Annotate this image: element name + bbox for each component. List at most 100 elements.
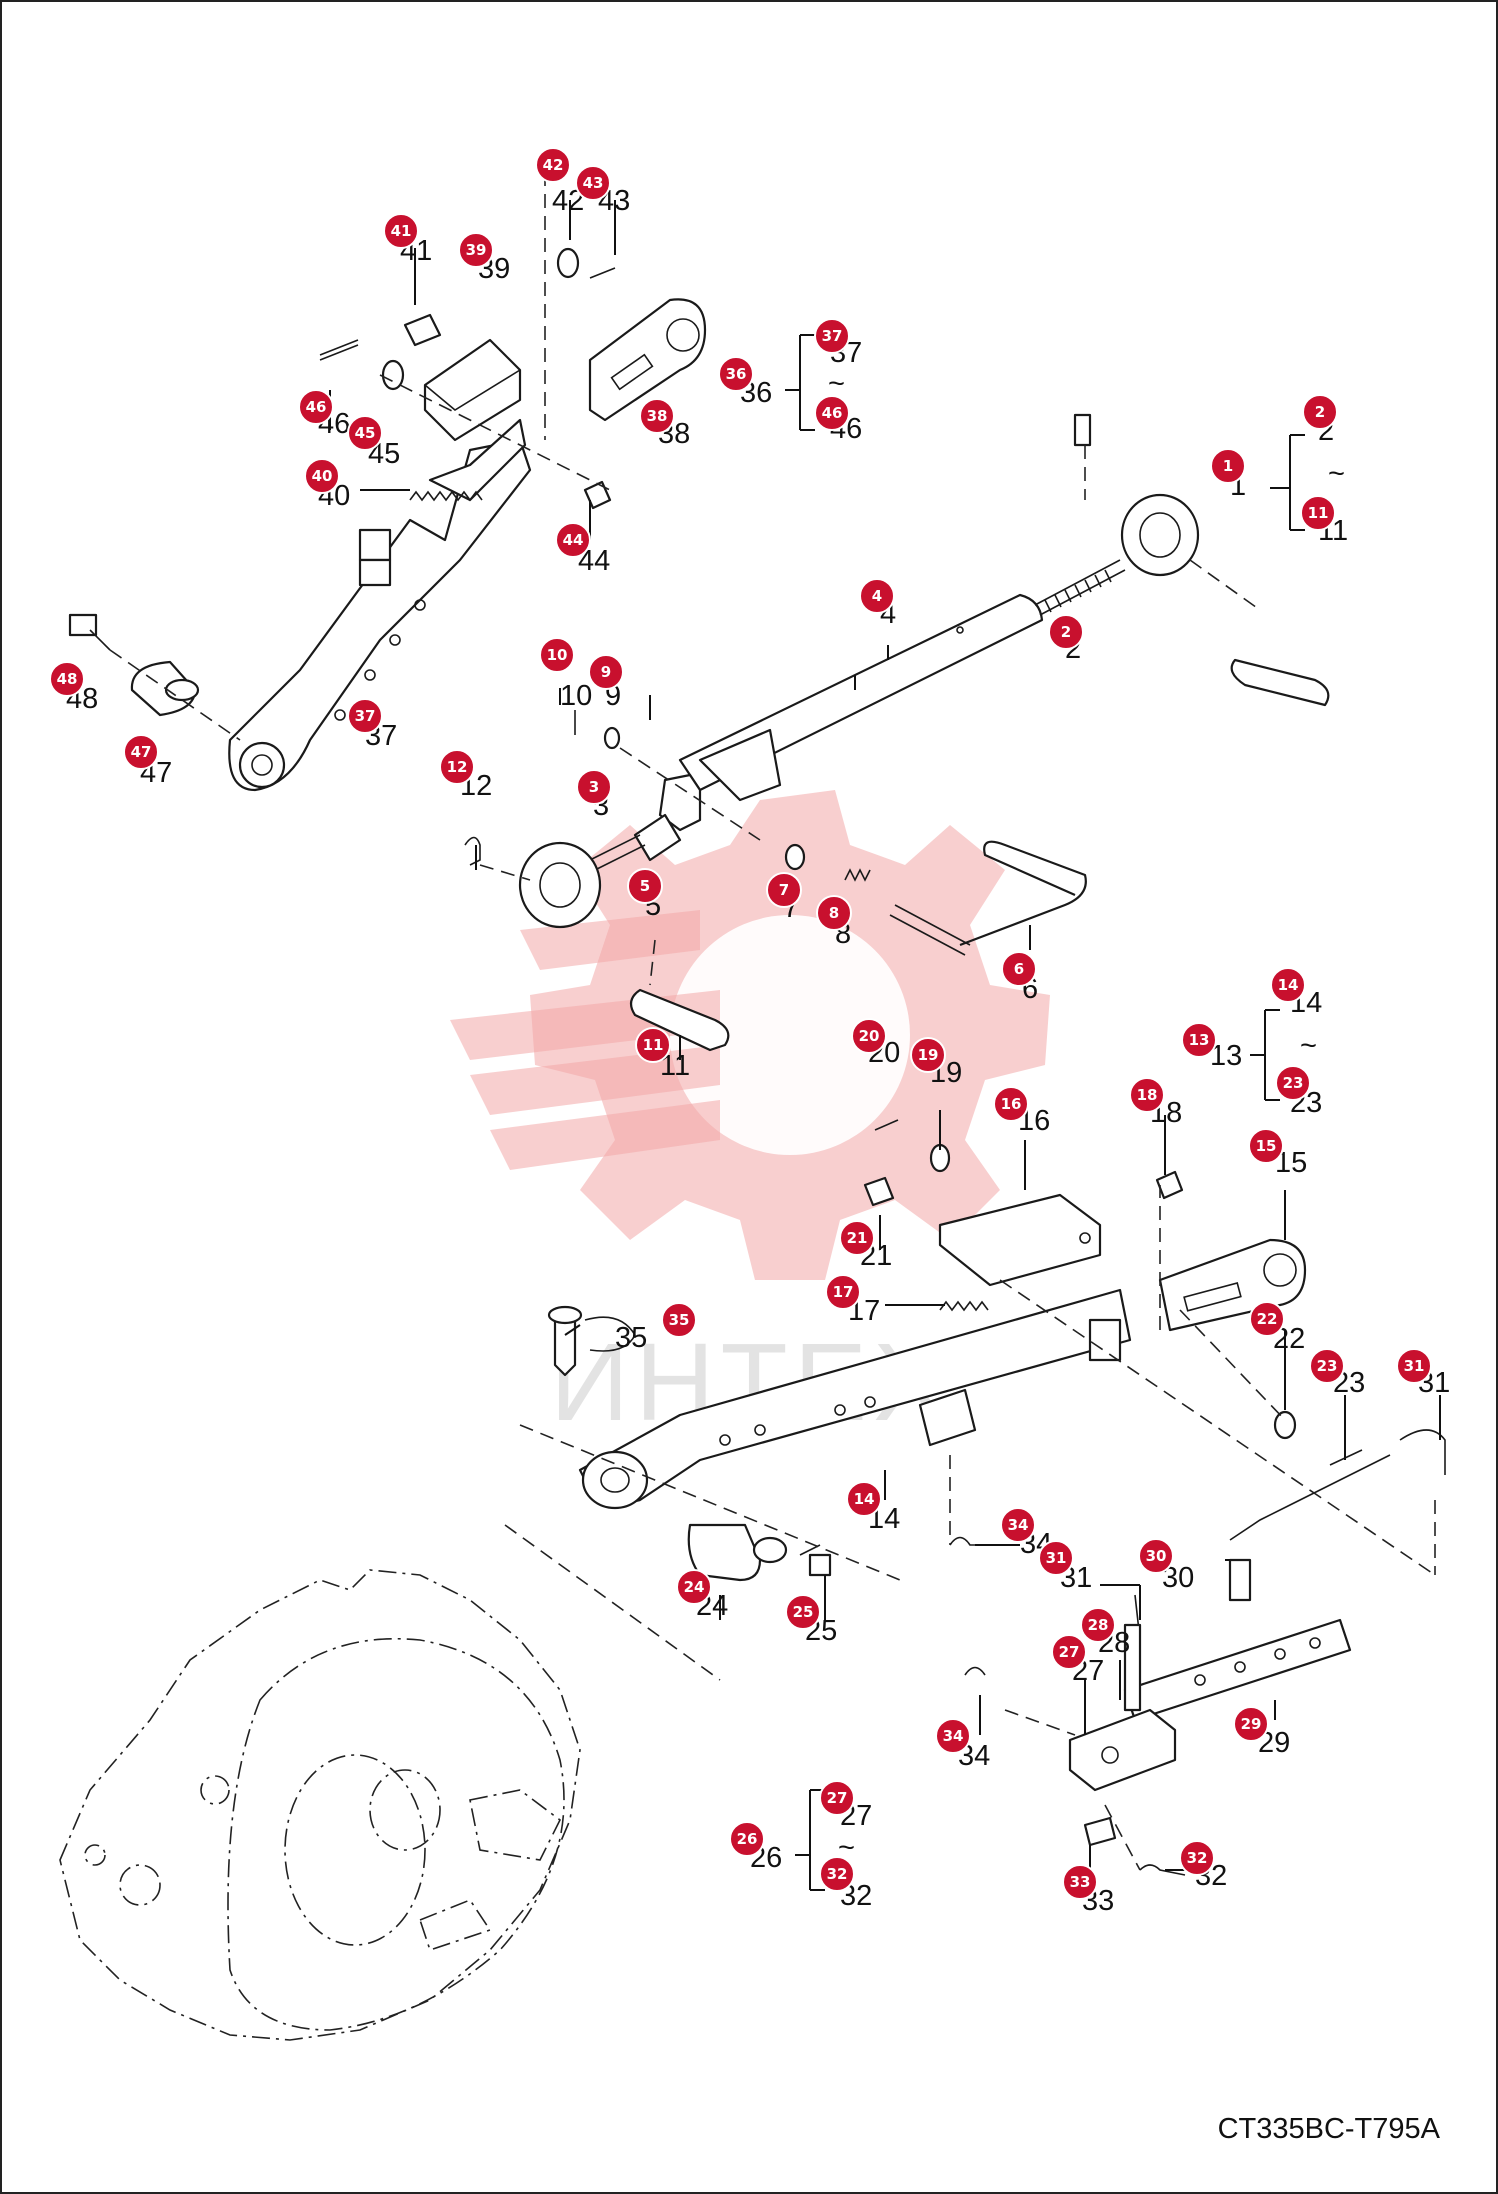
svg-text:32: 32 (1187, 1849, 1208, 1867)
badge-26[interactable]: 26 (729, 1821, 765, 1857)
svg-text:31: 31 (1404, 1357, 1425, 1375)
svg-text:24: 24 (684, 1578, 705, 1596)
badge-1[interactable]: 1 (1210, 448, 1246, 484)
badge-46b[interactable]: 46 (298, 389, 334, 425)
badge-31b[interactable]: 31 (1038, 1540, 1074, 1576)
badge-21[interactable]: 21 (839, 1220, 875, 1256)
svg-text:6: 6 (1014, 960, 1024, 978)
badge-45[interactable]: 45 (347, 415, 383, 451)
badge-30[interactable]: 30 (1138, 1538, 1174, 1574)
badge-31a[interactable]: 31 (1396, 1348, 1432, 1384)
badge-14a[interactable]: 14 (1270, 967, 1306, 1003)
svg-text:1: 1 (1223, 457, 1233, 475)
svg-text:46: 46 (822, 404, 843, 422)
svg-text:20: 20 (859, 1027, 880, 1045)
badge-10[interactable]: 10 (539, 637, 575, 673)
badge-34a[interactable]: 34 (1000, 1507, 1036, 1543)
pin-28 (1123, 1623, 1142, 1712)
badge-15[interactable]: 15 (1248, 1128, 1284, 1164)
linch-pin-31 (1134, 1429, 1446, 1641)
left-lift-arm-37 (228, 418, 532, 792)
badge-24[interactable]: 24 (676, 1569, 712, 1605)
badge-48[interactable]: 48 (49, 661, 85, 697)
transmission-housing (59, 1569, 581, 2041)
badge-17[interactable]: 17 (825, 1274, 861, 1310)
badge-23b[interactable]: 23 (1309, 1348, 1345, 1384)
badge-2a[interactable]: 2 (1302, 394, 1338, 430)
badge-47[interactable]: 47 (123, 734, 159, 770)
badge-27a[interactable]: 27 (1051, 1634, 1087, 1670)
lower-link-14 (578, 1288, 1132, 1510)
svg-text:33: 33 (1070, 1873, 1091, 1891)
badge-7[interactable]: 7 (766, 872, 802, 908)
top-link-tube-4 (658, 593, 1044, 832)
badge-20[interactable]: 20 (851, 1018, 887, 1054)
svg-text:27: 27 (827, 1789, 848, 1807)
badge-32b[interactable]: 32 (1179, 1840, 1215, 1876)
svg-text:17: 17 (833, 1283, 854, 1301)
lift-link-38 (588, 298, 707, 422)
split-pin-46 (319, 339, 359, 361)
svg-text:34: 34 (1008, 1516, 1029, 1534)
badge-3[interactable]: 3 (576, 769, 612, 805)
svg-text:12: 12 (447, 758, 468, 776)
badge-2b[interactable]: 2 (1048, 614, 1084, 650)
handle-6 (889, 840, 1087, 956)
badge-44[interactable]: 44 (555, 522, 591, 558)
clip-12 (464, 836, 481, 866)
badge-32a[interactable]: 32 (819, 1856, 855, 1892)
badge-19[interactable]: 19 (910, 1037, 946, 1073)
badge-22[interactable]: 22 (1249, 1301, 1285, 1337)
badge-8[interactable]: 8 (816, 895, 852, 931)
badge-4[interactable]: 4 (859, 578, 895, 614)
badge-40[interactable]: 40 (304, 458, 340, 494)
badge-14b[interactable]: 14 (846, 1481, 882, 1517)
svg-text:27: 27 (1059, 1643, 1080, 1661)
badge-12[interactable]: 12 (439, 749, 475, 785)
badge-34b[interactable]: 34 (935, 1718, 971, 1754)
svg-text:11: 11 (643, 1036, 664, 1054)
washer-9 (603, 726, 621, 750)
svg-text:4: 4 (872, 587, 882, 605)
badge-43[interactable]: 43 (575, 165, 611, 201)
svg-text:16: 16 (1001, 1095, 1022, 1113)
split-pin-43 (589, 267, 616, 279)
badge-9[interactable]: 9 (588, 654, 624, 690)
badge-13[interactable]: 13 (1181, 1022, 1217, 1058)
badge-11a[interactable]: 11 (1300, 495, 1336, 531)
badge-38[interactable]: 38 (639, 398, 675, 434)
pin-21 (863, 1176, 895, 1207)
badge-37b[interactable]: 37 (347, 698, 383, 734)
badge-42[interactable]: 42 (535, 147, 571, 183)
svg-text:19: 19 (918, 1046, 939, 1064)
badge-37a[interactable]: 37 (814, 318, 850, 354)
badge-6[interactable]: 6 (1001, 951, 1037, 987)
badge-18[interactable]: 18 (1129, 1077, 1165, 1113)
num-35: 35 (615, 1322, 647, 1354)
badge-35[interactable]: 35 (661, 1302, 697, 1338)
badge-23a[interactable]: 23 (1275, 1065, 1311, 1101)
threaded-end-5 (518, 813, 682, 929)
svg-text:43: 43 (583, 174, 604, 192)
badge-28[interactable]: 28 (1080, 1607, 1116, 1643)
washer-7 (784, 843, 806, 871)
badge-41[interactable]: 41 (383, 213, 419, 249)
badge-25[interactable]: 25 (785, 1594, 821, 1630)
badge-5[interactable]: 5 (627, 868, 663, 904)
svg-text:23: 23 (1283, 1074, 1304, 1092)
svg-text:37: 37 (355, 707, 376, 725)
pin-41 (403, 313, 442, 347)
badge-46a[interactable]: 46 (814, 395, 850, 431)
badge-36[interactable]: 36 (718, 356, 754, 392)
badge-16[interactable]: 16 (993, 1086, 1029, 1122)
tilde-26: ~ (838, 1832, 855, 1864)
badge-11b[interactable]: 11 (635, 1027, 671, 1063)
badge-33[interactable]: 33 (1062, 1864, 1098, 1900)
badge-27b[interactable]: 27 (819, 1780, 855, 1816)
svg-text:14: 14 (1278, 976, 1299, 994)
svg-text:10: 10 (547, 646, 568, 664)
badge-39[interactable]: 39 (458, 232, 494, 268)
badge-29[interactable]: 29 (1233, 1706, 1269, 1742)
